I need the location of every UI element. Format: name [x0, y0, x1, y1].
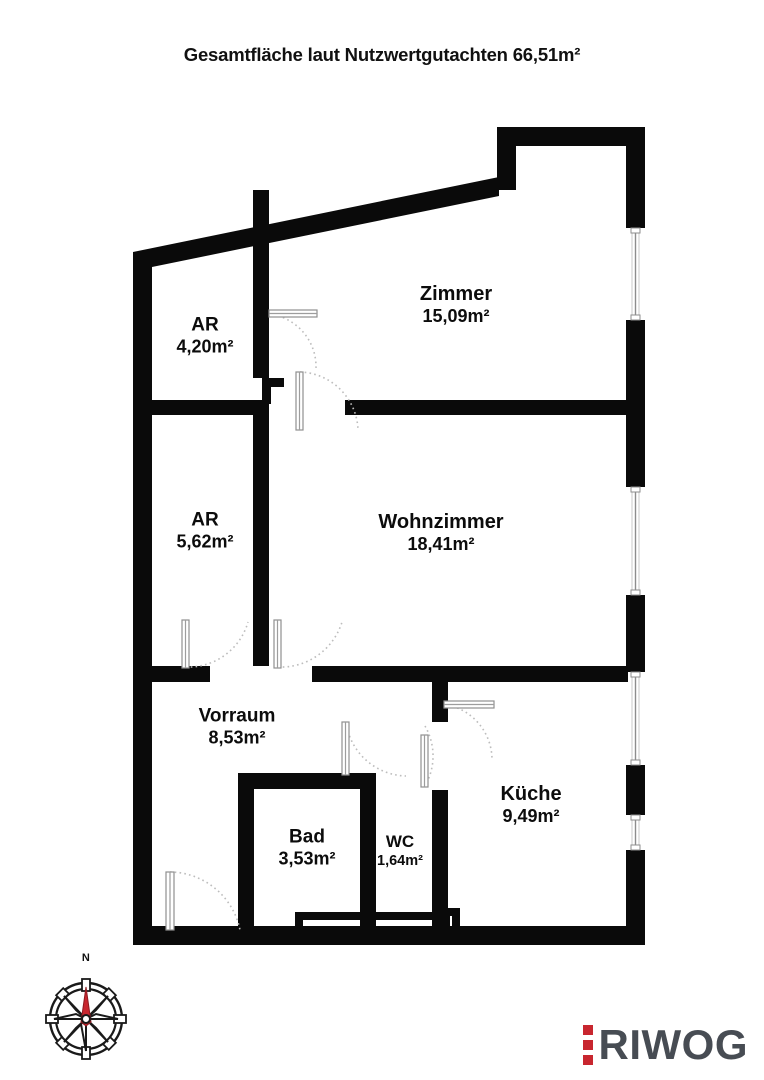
- door-vorraum-wc: [420, 725, 434, 788]
- door-vorraum-ar2: [181, 619, 249, 669]
- windows: [630, 227, 641, 851]
- window-zimmer-east: [630, 227, 641, 321]
- door-vorraum-kueche: [443, 700, 495, 761]
- page-title: Gesamtfläche laut Nutzwertgutachten 66,5…: [183, 44, 581, 65]
- interior-walls: [152, 190, 628, 936]
- window-kueche-east-upper: [630, 671, 641, 766]
- door-hall-zimmer: [295, 371, 359, 431]
- door-vorraum-bad: [341, 721, 407, 777]
- window-kueche-east-lower: [630, 814, 641, 851]
- riwog-logo: RIWOG: [582, 1021, 748, 1068]
- compass-rose: N: [32, 952, 140, 1062]
- door-ar1-zimmer: [268, 309, 318, 369]
- riwog-dots-icon: [582, 1024, 593, 1066]
- compass-rose-icon: [45, 978, 127, 1060]
- door-entrance: [165, 871, 241, 931]
- door-vorraum-wohnzimmer: [273, 619, 343, 669]
- compass-north-label: N: [81, 952, 91, 964]
- window-wohnzimmer-east: [630, 486, 641, 596]
- riwog-wordmark: RIWOG: [598, 1021, 748, 1068]
- doors: [165, 309, 495, 931]
- exterior-walls: [133, 127, 645, 945]
